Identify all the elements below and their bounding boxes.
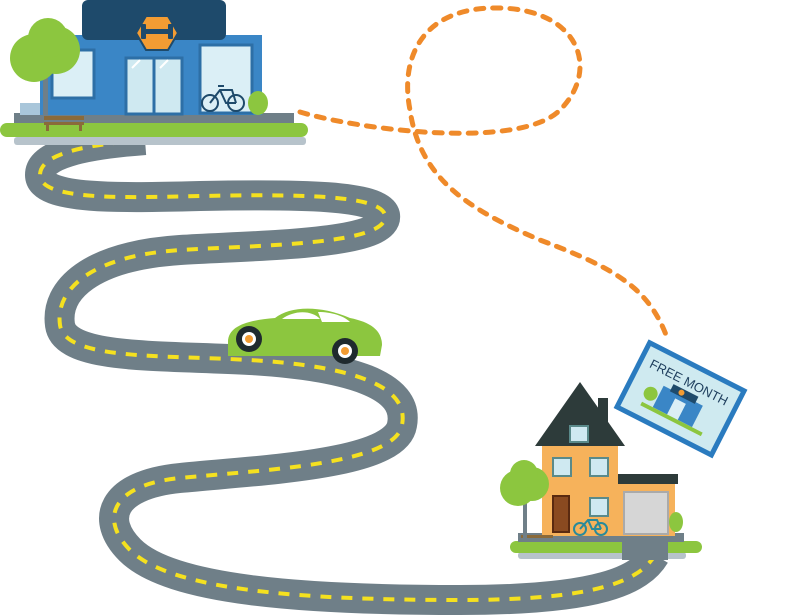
car-icon: [228, 308, 382, 364]
dotted-route-path: [297, 5, 671, 343]
winding-road: [25, 125, 668, 615]
bench-icon: [44, 116, 84, 131]
gym-sign: [134, 15, 180, 51]
tree-icon: [500, 460, 549, 539]
dumbbell-icon: [141, 24, 173, 39]
bush: [669, 512, 683, 532]
bush: [248, 91, 268, 115]
driveway: [622, 538, 668, 560]
bicycle-icon: [573, 519, 608, 536]
tree-icon: [10, 18, 80, 120]
postcard-icon: FREE MONTH: [613, 339, 748, 459]
bicycle-icon: [201, 85, 245, 112]
house-icon: [510, 382, 702, 559]
